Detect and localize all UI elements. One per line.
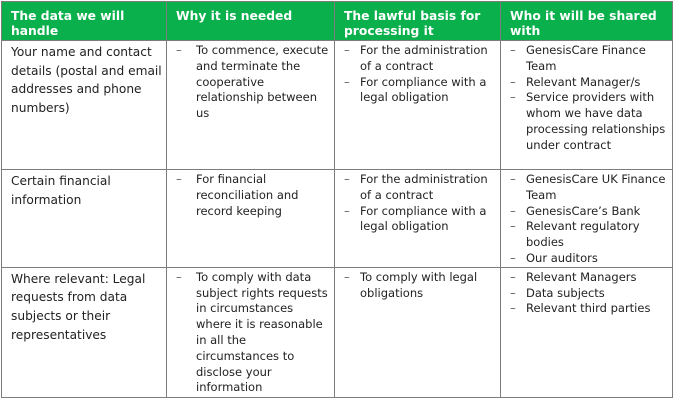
dash-icon: – <box>510 90 516 105</box>
list-item: –Relevant regulatory bodies <box>510 219 669 251</box>
cell-shared: –GenesisCare Finance Team–Relevant Manag… <box>500 40 673 170</box>
dash-icon: – <box>510 203 516 218</box>
bullet-list: –To comply with legal obligations <box>344 270 497 302</box>
list-item-text: Relevant regulatory bodies <box>526 219 640 250</box>
dash-icon: – <box>510 250 516 265</box>
header-why: Why it is needed <box>166 1 335 41</box>
cell-data: Where relevant: Legal requests from data… <box>1 266 167 398</box>
cell-why: –To commence, execute and terminate the … <box>166 40 335 170</box>
list-item-text: For compliance with a legal obligation <box>360 74 487 105</box>
dash-icon: – <box>344 269 350 284</box>
bullet-list: –GenesisCare Finance Team–Relevant Manag… <box>510 43 669 154</box>
list-item: –Our auditors <box>510 251 669 267</box>
header-data: The data we will handle <box>1 1 167 41</box>
list-item-text: GenesisCare’s Bank <box>526 203 641 218</box>
list-item: –Relevant Managers <box>510 270 669 286</box>
list-item-text: Service providers with whom we have data… <box>526 90 666 152</box>
table-row: Your name and contact details (postal an… <box>1 40 673 170</box>
list-item-text: Our auditors <box>526 250 598 265</box>
dash-icon: – <box>510 172 516 186</box>
list-item-text: For compliance with a legal obligation <box>360 203 487 234</box>
list-item-text: To comply with data subject rights reque… <box>196 269 328 395</box>
bullet-list: –To commence, execute and terminate the … <box>176 43 331 122</box>
list-item-text: Relevant Managers <box>526 269 637 284</box>
bullet-list: –Relevant Managers–Data subjects–Relevan… <box>510 270 669 317</box>
list-item: –GenesisCare’s Bank <box>510 204 669 220</box>
list-item-text: For the administration of a contract <box>360 43 488 73</box>
list-item: –Data subjects <box>510 286 669 302</box>
list-item: –To comply with legal obligations <box>344 270 497 302</box>
table-row: Where relevant: Legal requests from data… <box>1 266 673 398</box>
dash-icon: – <box>510 301 516 316</box>
cell-shared: –Relevant Managers–Data subjects–Relevan… <box>500 266 673 398</box>
dash-icon: – <box>176 43 182 57</box>
cell-why: –To comply with data subject rights requ… <box>166 266 335 398</box>
list-item-text: GenesisCare UK Finance Team <box>526 172 666 202</box>
cell-data: Certain financial information <box>1 169 167 268</box>
bullet-list: –GenesisCare UK Finance Team–GenesisCare… <box>510 172 669 267</box>
list-item: –GenesisCare Finance Team <box>510 43 669 75</box>
dash-icon: – <box>176 172 182 186</box>
list-item-text: Relevant third parties <box>526 301 651 316</box>
list-item: –For compliance with a legal obligation <box>344 204 497 236</box>
list-item-text: To commence, execute and terminate the c… <box>196 43 329 121</box>
table-row: Certain financial information –For finan… <box>1 169 673 268</box>
cell-data: Your name and contact details (postal an… <box>1 40 167 170</box>
dash-icon: – <box>510 269 516 284</box>
list-item: –Relevant Manager/s <box>510 75 669 91</box>
list-item: –For compliance with a legal obligation <box>344 75 497 107</box>
cell-basis: –For the administration of a contract–Fo… <box>334 169 501 268</box>
header-row: The data we will handle Why it is needed… <box>1 1 673 41</box>
cell-basis: –To comply with legal obligations <box>334 266 501 398</box>
dash-icon: – <box>344 172 350 186</box>
dash-icon: – <box>344 74 350 89</box>
list-item: –Relevant third parties <box>510 301 669 317</box>
list-item: –To comply with data subject rights requ… <box>176 270 331 396</box>
bullet-list: –To comply with data subject rights requ… <box>176 270 331 396</box>
cell-shared: –GenesisCare UK Finance Team–GenesisCare… <box>500 169 673 268</box>
cell-basis: –For the administration of a contract–Fo… <box>334 40 501 170</box>
list-item: –For the administration of a contract <box>344 172 497 204</box>
table-header: The data we will handle Why it is needed… <box>1 1 673 41</box>
dash-icon: – <box>510 219 516 234</box>
bullet-list: –For financial reconciliation and record… <box>176 172 331 219</box>
table-body: Your name and contact details (postal an… <box>1 40 673 398</box>
dash-icon: – <box>510 285 516 300</box>
list-item-text: Relevant Manager/s <box>526 74 641 89</box>
list-item: –GenesisCare UK Finance Team <box>510 172 669 204</box>
dash-icon: – <box>510 74 516 89</box>
list-item: –To commence, execute and terminate the … <box>176 43 331 122</box>
list-item: –For financial reconciliation and record… <box>176 172 331 219</box>
list-item: –For the administration of a contract <box>344 43 497 75</box>
list-item-text: GenesisCare Finance Team <box>526 43 646 73</box>
list-item-text: Data subjects <box>526 285 605 300</box>
bullet-list: –For the administration of a contract–Fo… <box>344 43 497 106</box>
list-item-text: To comply with legal obligations <box>360 269 478 300</box>
dash-icon: – <box>510 43 516 57</box>
header-basis: The lawful basis for processing it <box>334 1 501 41</box>
bullet-list: –For the administration of a contract–Fo… <box>344 172 497 235</box>
header-shared: Who it will be shared with <box>500 1 673 41</box>
dash-icon: – <box>176 269 182 284</box>
cell-why: –For financial reconciliation and record… <box>166 169 335 268</box>
dash-icon: – <box>344 203 350 218</box>
list-item-text: For the administration of a contract <box>360 172 488 202</box>
list-item: –Service providers with whom we have dat… <box>510 90 669 153</box>
dash-icon: – <box>344 43 350 57</box>
list-item-text: For financial reconciliation and record … <box>196 172 299 218</box>
